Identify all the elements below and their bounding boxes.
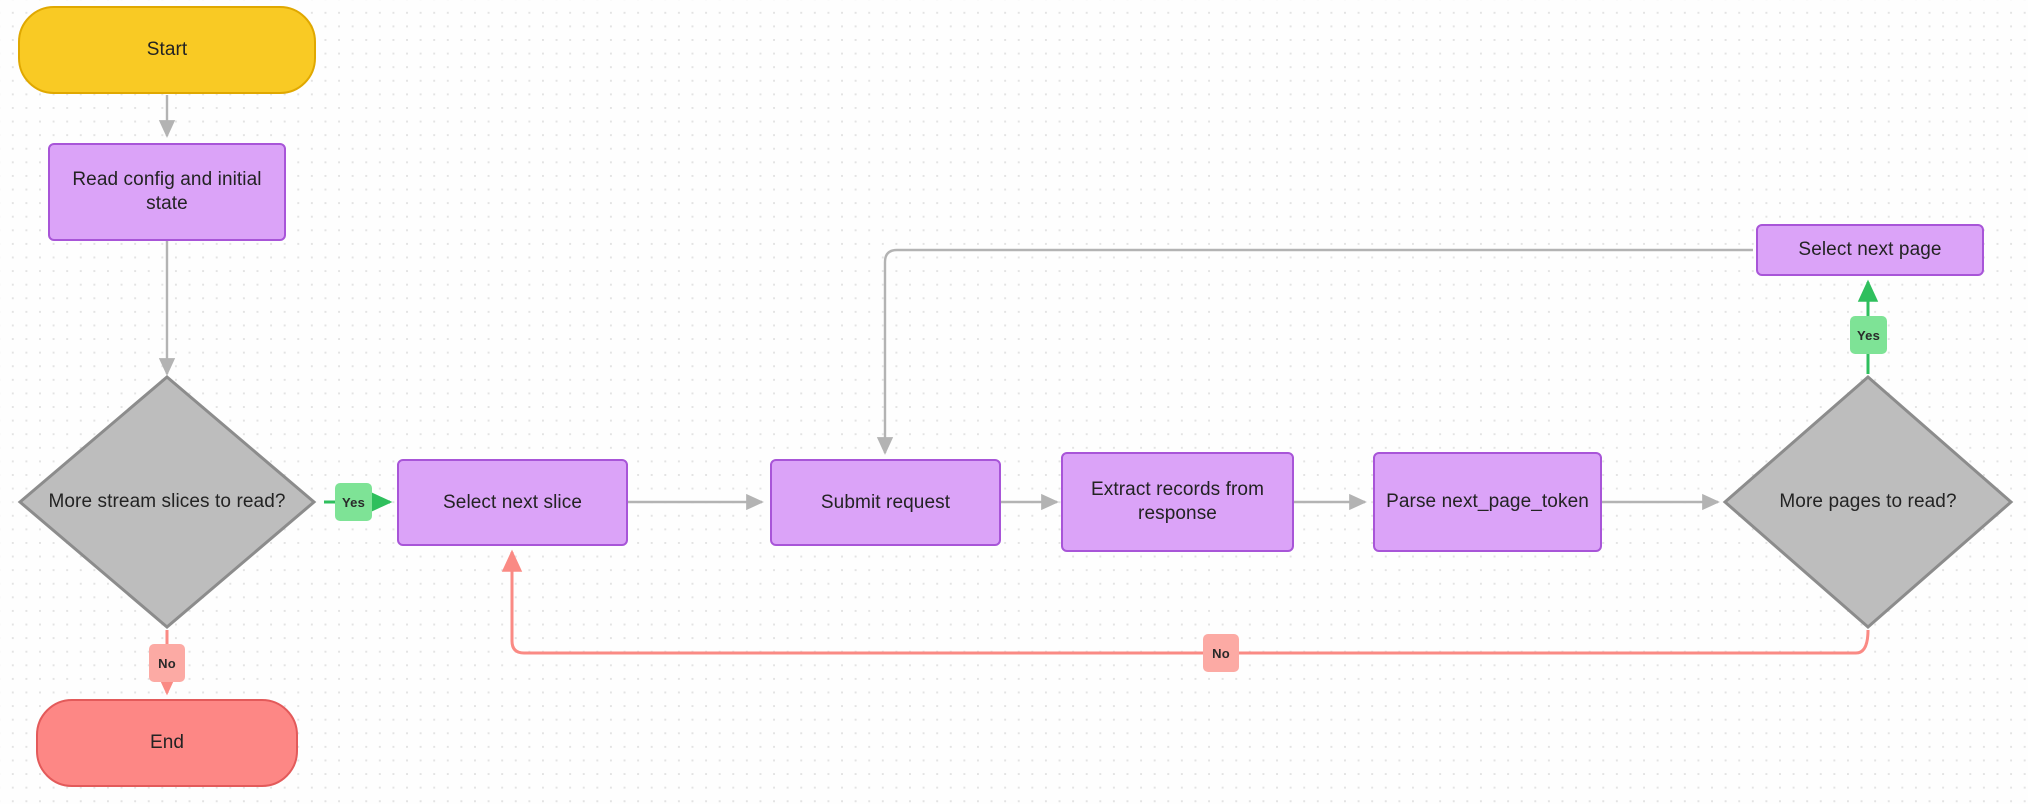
node-more-pages-to-read[interactable]: More pages to read? [1722,374,2014,630]
node-more-stream-slices-label: More stream slices to read? [48,491,286,513]
node-select-next-page[interactable]: Select next page [1756,224,1984,276]
node-end[interactable]: End [36,699,298,787]
decision-diamond-shape [17,375,317,629]
edge-label-text: No [158,655,176,671]
edge-label-slices-yes: Yes [335,483,372,521]
node-select-next-slice[interactable]: Select next slice [397,459,628,546]
node-extract-records-label: Extract records from response [1090,479,1265,524]
node-start-label: Start [146,39,188,61]
node-more-pages-to-read-label: More pages to read? [1779,491,1957,513]
edge-label-pages-no: No [1203,634,1239,672]
node-start[interactable]: Start [18,6,316,94]
edge-label-pages-yes: Yes [1850,316,1887,354]
node-read-config[interactable]: Read config and initial state [48,143,286,241]
node-submit-request[interactable]: Submit request [770,459,1001,546]
node-select-next-page-label: Select next page [1798,239,1942,261]
edge-label-slices-no: No [149,644,185,682]
node-end-label: End [149,732,185,754]
node-more-stream-slices[interactable]: More stream slices to read? [17,374,317,630]
node-parse-next-page-token[interactable]: Parse next_page_token [1373,452,1602,552]
edge-label-text: Yes [1856,327,1880,343]
edge-more-pages-no-loop [501,549,1870,655]
edge-label-text: Yes [341,494,365,510]
edge-select-page-to-submit-feedback [876,248,1753,455]
node-select-next-slice-label: Select next slice [443,491,582,513]
node-extract-records[interactable]: Extract records from response [1061,452,1294,552]
node-submit-request-label: Submit request [820,491,951,513]
node-read-config-label: Read config and initial state [72,169,262,214]
edge-label-text: No [1212,645,1230,661]
node-parse-next-page-token-label: Parse next_page_token [1386,491,1589,513]
